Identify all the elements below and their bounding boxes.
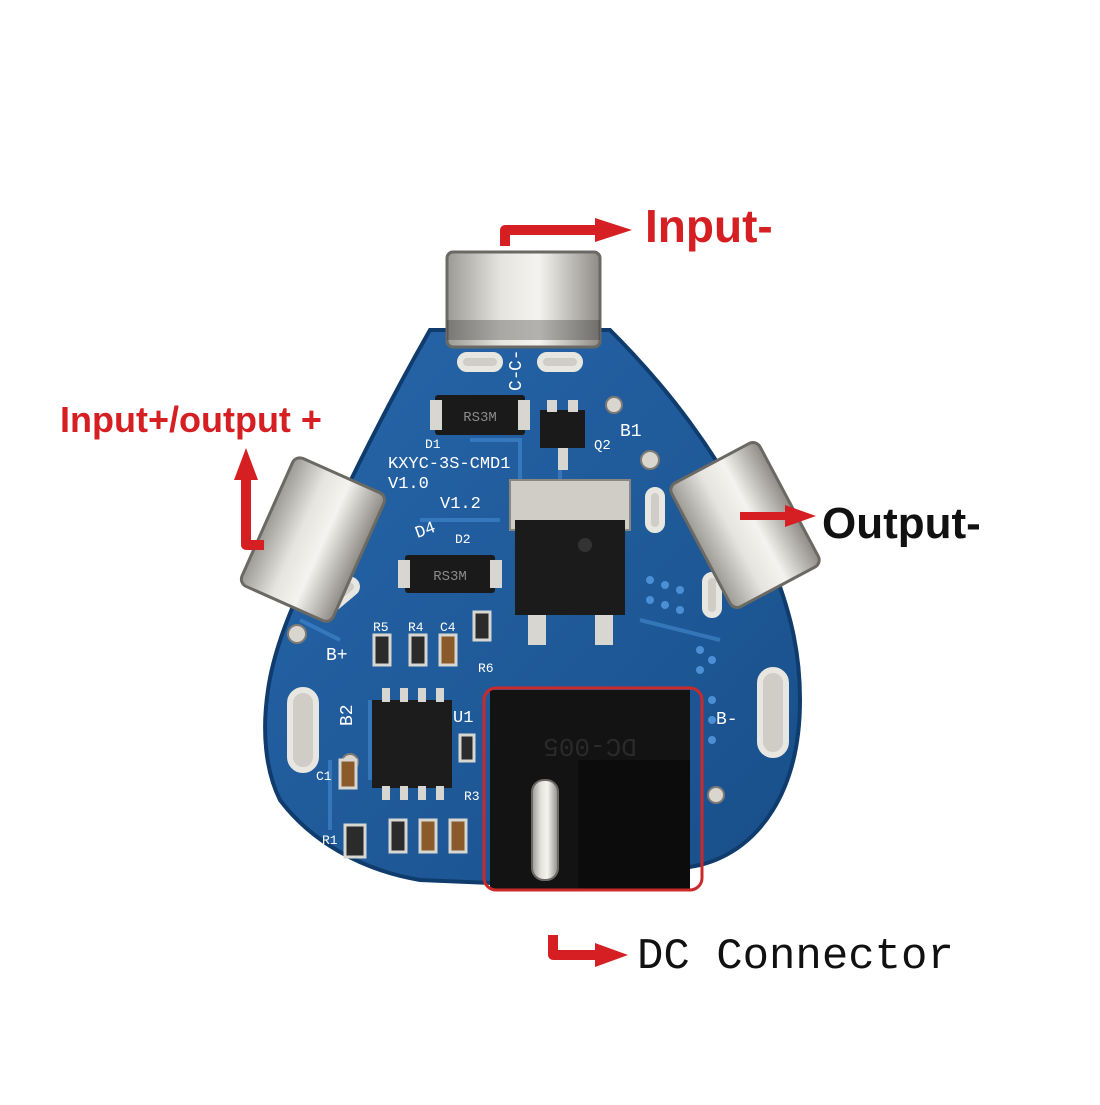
label-dc-connector: DC Connector	[637, 932, 954, 982]
silk-ver-1-0: V1.0	[388, 475, 429, 494]
dc-connector: DC-005	[490, 690, 690, 890]
silkscreen-labels: KXYC-3S-CMD1 V1.0 V1.2 C- C- B1 B2 B+ B-…	[316, 349, 738, 848]
terminal-input-plus	[239, 456, 387, 623]
silk-d1: D1	[425, 437, 441, 452]
silk-r6: R6	[478, 661, 494, 676]
silk-b1: B1	[620, 422, 642, 442]
arrow-dc-connector	[548, 935, 628, 967]
arrow-output-minus	[740, 505, 816, 527]
silk-b2: B2	[338, 704, 358, 726]
silk-c-minus-2: C-	[507, 369, 527, 391]
diode-mark-2: RS3M	[433, 569, 467, 585]
transistor-q2	[540, 400, 585, 470]
via-dots	[646, 576, 716, 744]
smd-components	[338, 610, 492, 859]
terminal-input-minus	[445, 250, 602, 349]
silk-ver-1-2: V1.2	[440, 495, 481, 514]
silk-b-plus: B+	[326, 646, 348, 666]
silk-b-minus: B-	[716, 710, 738, 730]
silk-q2: Q2	[594, 438, 611, 454]
ic-u1	[372, 688, 452, 800]
diode-d1: RS3M	[430, 395, 530, 435]
label-output-minus: Output-	[822, 499, 981, 548]
silk-d2: D2	[455, 532, 471, 547]
label-input-minus: Input-	[645, 200, 773, 252]
dc-mark: DC-005	[543, 731, 637, 761]
arrow-input-minus	[500, 218, 632, 246]
label-input-plus-output-plus: Input+/output +	[60, 399, 322, 440]
silk-c-minus-1: C-	[507, 349, 527, 371]
terminal-output-minus	[669, 441, 821, 609]
silk-c4: C4	[440, 620, 456, 635]
silk-r1: R1	[322, 833, 338, 848]
silk-r3: R3	[464, 789, 480, 804]
mosfet	[509, 479, 631, 645]
silk-board-name: KXYC-3S-CMD1	[388, 455, 510, 474]
silk-c1: C1	[316, 769, 332, 784]
silk-r5: R5	[373, 620, 389, 635]
dc-connector-highlight-box	[482, 686, 704, 892]
diode-mark-1: RS3M	[463, 410, 497, 426]
silk-r4: R4	[408, 620, 424, 635]
diode-d2: RS3M	[398, 555, 502, 593]
silk-u1: U1	[453, 709, 473, 728]
slot-holes	[287, 352, 789, 773]
arrow-input-plus	[234, 448, 264, 550]
